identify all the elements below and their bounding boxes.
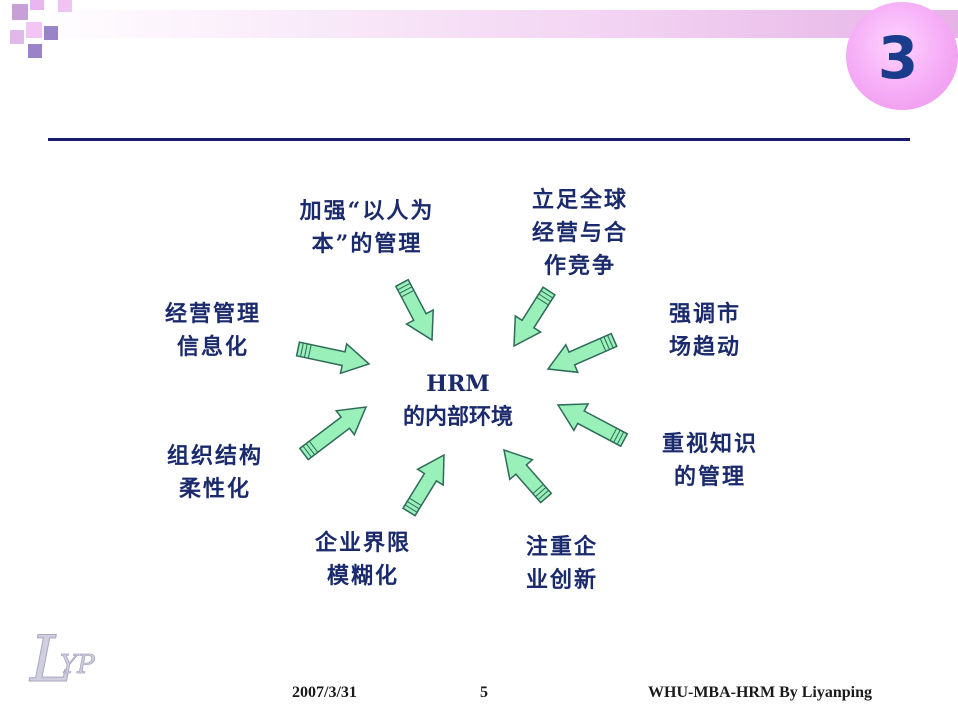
decor-square: [12, 4, 28, 20]
title-rule: [48, 138, 910, 141]
arrow-info: [295, 341, 371, 375]
arrow-info-tail-stripe: [300, 342, 304, 357]
decor-square: [28, 44, 42, 58]
factor-people-oriented: 加强“以人为 本”的管理: [299, 198, 435, 257]
slide-number: 3: [877, 24, 919, 92]
decor-square: [44, 26, 58, 40]
arrow-org-tail-stripe: [305, 443, 315, 456]
arrow-knowledge-tail-stripe: [616, 431, 625, 445]
arrow-org: [298, 406, 368, 461]
arrow-market: [546, 332, 618, 374]
arrow-org-tail-stripe: [302, 445, 312, 458]
arrow-people-tail-stripe: [397, 282, 411, 291]
lyp-logo-icon: L YP: [29, 623, 96, 696]
center-node: HRM 的内部环境: [378, 368, 538, 434]
center-label-hrm: HRM: [426, 371, 490, 397]
decor-square: [58, 0, 72, 12]
footer-date: 2007/3/31: [292, 684, 357, 701]
arrow-market-tail-stripe: [603, 336, 610, 350]
factor-management-informatization: 经营管理 信息化: [164, 301, 261, 360]
svg-text:YP: YP: [60, 650, 95, 680]
arrow-people-tail-stripe: [401, 289, 415, 298]
slide-number-badge: 3: [846, 2, 958, 110]
footer-credit: WHU-MBA-HRM By Liyanping: [648, 684, 873, 701]
arrow-global-tail-stripe: [536, 296, 549, 306]
arrow-boundary-tail-stripe: [409, 497, 422, 506]
arrow-market-tail-stripe: [607, 334, 614, 349]
arrow-people-tail-stripe: [399, 286, 413, 294]
arrow-knowledge-tail-stripe: [609, 427, 618, 441]
arrow-boundary-tail-stripe: [406, 501, 420, 510]
factor-innovation: 注重企 业创新: [525, 534, 598, 593]
arrow-innovation-tail-stripe: [532, 484, 544, 494]
factor-knowledge-management: 重视知识 的管理: [661, 431, 758, 490]
factor-market-driven: 强调市 场趋动: [668, 301, 741, 360]
arrow-boundary: [401, 453, 445, 517]
arrow-info-tail-stripe: [307, 344, 312, 359]
arrow-people: [394, 278, 435, 342]
arrow-global-tail-stripe: [538, 293, 551, 302]
arrow-knowledge: [556, 403, 629, 448]
center-label-internal-env: 的内部环境: [402, 404, 513, 430]
arrow-global-tail-stripe: [540, 290, 554, 299]
decor-square: [30, 0, 44, 10]
arrow-org-tail-stripe: [308, 440, 319, 453]
footer-page-number: 5: [480, 684, 488, 701]
arrow-innovation-tail-stripe: [535, 487, 547, 497]
header-band: [30, 10, 958, 38]
arrow-market-tail-stripe: [599, 338, 607, 352]
arrow-boundary-tail-stripe: [404, 504, 418, 513]
factor-flexible-organization: 组织结构 柔性化: [166, 443, 263, 502]
svg-text:L: L: [29, 623, 73, 695]
decor-square: [10, 30, 24, 44]
decor-square: [26, 22, 42, 38]
factor-blurred-boundaries: 企业界限 模糊化: [314, 530, 411, 589]
arrow-knowledge-tail-stripe: [613, 429, 621, 443]
arrow-innovation: [503, 448, 553, 504]
arrow-info-tail-stripe: [303, 343, 308, 358]
factor-global-operation: 立足全球 经营与合 作竞争: [531, 187, 628, 279]
arrow-innovation-tail-stripe: [537, 490, 549, 500]
